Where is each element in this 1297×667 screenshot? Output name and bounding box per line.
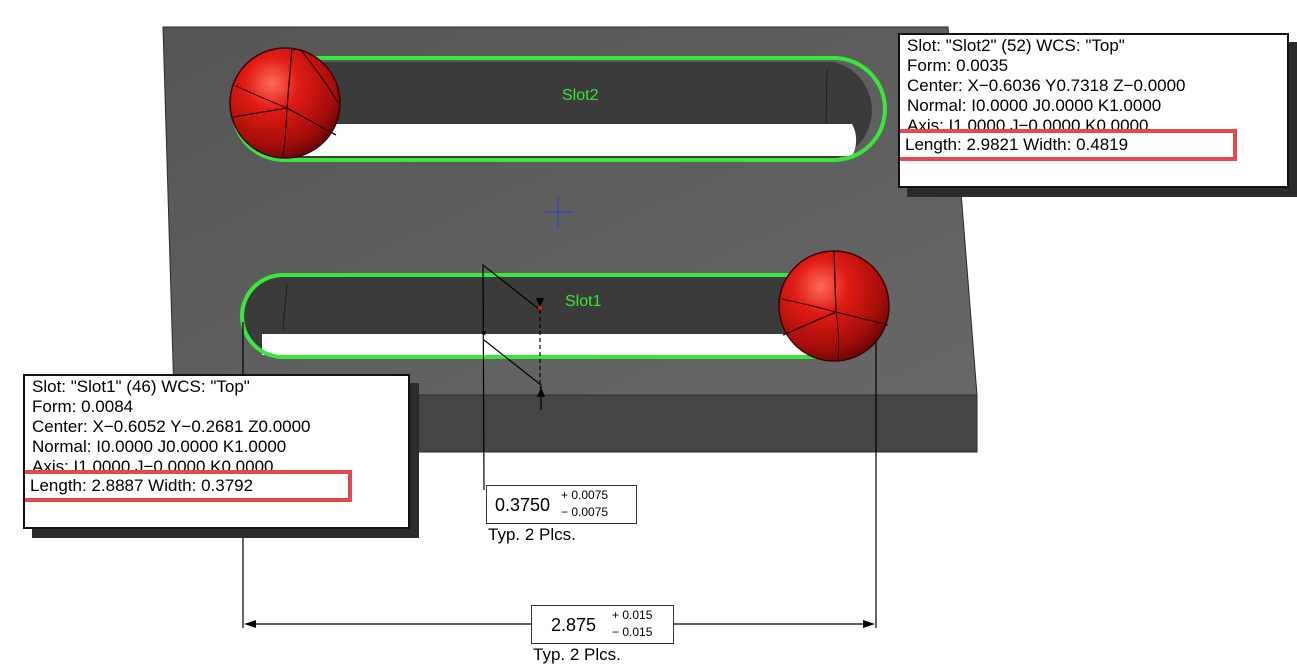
slot2-floor [262, 124, 857, 156]
slot2-callout-length-width: Length: 2.9821 Width: 0.4819 [900, 129, 1237, 161]
width-dimension-graphics [482, 263, 545, 491]
slot1[interactable]: Slot1 [240, 273, 881, 359]
slot1-label: Slot1 [565, 293, 602, 310]
slot2[interactable]: Slot2 [231, 56, 887, 162]
slot2-callout-axis: Axis: I1.0000 J−0.0000 K0.0000 [907, 116, 1149, 129]
length-dimension-upper-tol: + 0.015 [612, 608, 653, 622]
slot1-floor [262, 334, 858, 355]
probe-sphere-slot2[interactable] [229, 47, 341, 159]
slot2-callout-center: Center: X−0.6036 Y0.7318 Z−0.0000 [907, 76, 1186, 95]
width-dimension-note: Typ. 2 Plcs. [488, 525, 576, 544]
slot2-label: Slot2 [562, 87, 599, 104]
width-dimension-nominal: 0.3750 [495, 495, 551, 515]
slot1-callout-normal: Normal: I0.0000 J0.0000 K1.0000 [32, 437, 287, 456]
slot1-callout[interactable]: Slot: "Slot1" (46) WCS: "Top" Form: 0.00… [23, 374, 410, 529]
length-dimension-nominal: 2.875 [551, 615, 597, 635]
slot1-callout-length-width: Length: 2.8887 Width: 0.3792 [25, 470, 352, 502]
width-dimension-lower-tol: − 0.0075 [561, 505, 609, 519]
length-dimension-lower-tol: − 0.015 [612, 625, 653, 639]
slot1-callout-center: Center: X−0.6052 Y−0.2681 Z0.0000 [32, 417, 311, 436]
slot1-callout-title: Slot: "Slot1" (46) WCS: "Top" [32, 377, 250, 396]
length-dimension-graphics [242, 322, 877, 628]
probe-sphere-slot1[interactable] [778, 250, 890, 362]
length-dimension-label[interactable]: 2.875 + 0.015 − 0.015 [531, 605, 674, 644]
slot2-callout-title: Slot: "Slot2" (52) WCS: "Top" [907, 36, 1125, 55]
width-dimension-label[interactable]: 0.3750 + 0.0075 − 0.0075 [486, 485, 637, 524]
slot1-callout-form: Form: 0.0084 [32, 397, 134, 416]
length-dimension-note: Typ. 2 Plcs. [533, 645, 621, 664]
slot2-callout[interactable]: Slot: "Slot2" (52) WCS: "Top" Form: 0.00… [898, 33, 1289, 188]
slot2-callout-normal: Normal: I0.0000 J0.0000 K1.0000 [907, 96, 1162, 115]
width-dimension-upper-tol: + 0.0075 [561, 488, 609, 502]
crosshair-icon [543, 197, 574, 228]
slot2-callout-form: Form: 0.0035 [907, 56, 1009, 75]
slot1-callout-axis: Axis: I1.0000 J−0.0000 K0.0000 [32, 457, 274, 470]
